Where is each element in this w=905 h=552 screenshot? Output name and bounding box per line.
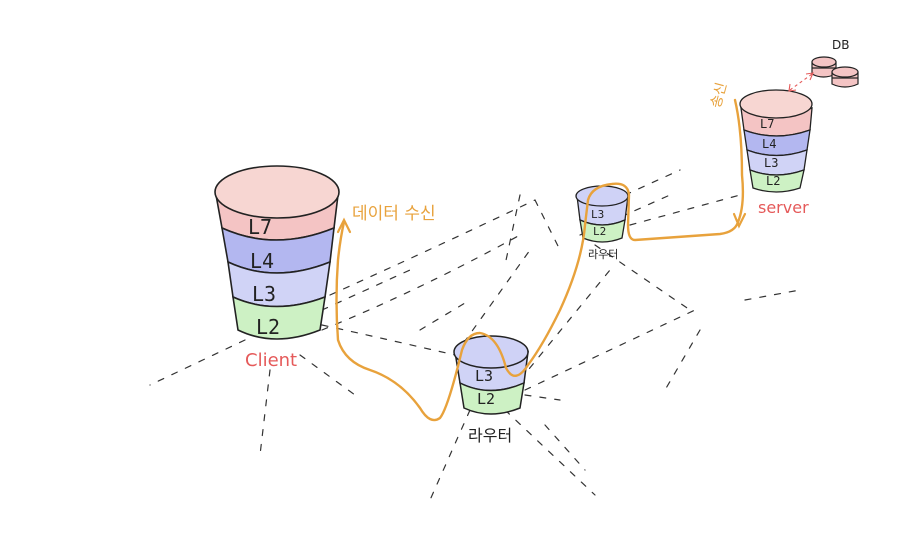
db-arrow-head-top [805, 72, 814, 81]
server-layer-l2-label: L2 [766, 174, 780, 188]
router-right-label: 라우터 [588, 248, 618, 261]
server-layer-l2 [749, 168, 805, 193]
client-layer-l2 [231, 295, 326, 340]
client-top [214, 165, 340, 219]
client-layer-l3-label: L3 [252, 282, 276, 306]
data-path-arrow-down [732, 212, 747, 229]
router-center-node [453, 335, 529, 415]
server-layer-l7-label: L7 [760, 117, 774, 131]
client-layer-l7-label: L7 [248, 215, 272, 239]
data-path [335, 98, 745, 422]
router-right-top [575, 185, 629, 207]
client-node [214, 165, 340, 340]
router-center-top [453, 335, 529, 369]
server-top [739, 89, 813, 119]
router-center-layer-l2 [459, 381, 525, 415]
router-center-layer-l3-label: L3 [475, 367, 493, 385]
db-icon [811, 56, 859, 88]
network-links [149, 169, 801, 501]
client-layer-l4-label: L4 [250, 249, 274, 273]
server-label: server [758, 198, 809, 217]
server-node [739, 89, 813, 193]
router-right-layer-l2-label: L2 [593, 225, 606, 238]
client-label: Client [245, 350, 297, 371]
client-layer-l2-label: L2 [256, 315, 280, 339]
router-right-node [575, 185, 629, 243]
router-center-layer-l2-label: L2 [477, 390, 495, 408]
receive-annotation: 데이터 수신 [352, 204, 436, 224]
router-right-layer-l2 [579, 218, 626, 243]
db-link-arrow [789, 73, 813, 91]
db-arrow-head-bottom [788, 83, 797, 92]
router-right-layer-l3-label: L3 [591, 208, 604, 221]
server-layer-l4-label: L4 [762, 137, 776, 151]
send-annotation: 송신 [708, 81, 730, 110]
data-path-arrow-up [336, 217, 352, 234]
server-layer-l3-label: L3 [764, 156, 778, 170]
router-center-label: 라우터 [468, 426, 512, 445]
db-label: DB [832, 38, 849, 52]
